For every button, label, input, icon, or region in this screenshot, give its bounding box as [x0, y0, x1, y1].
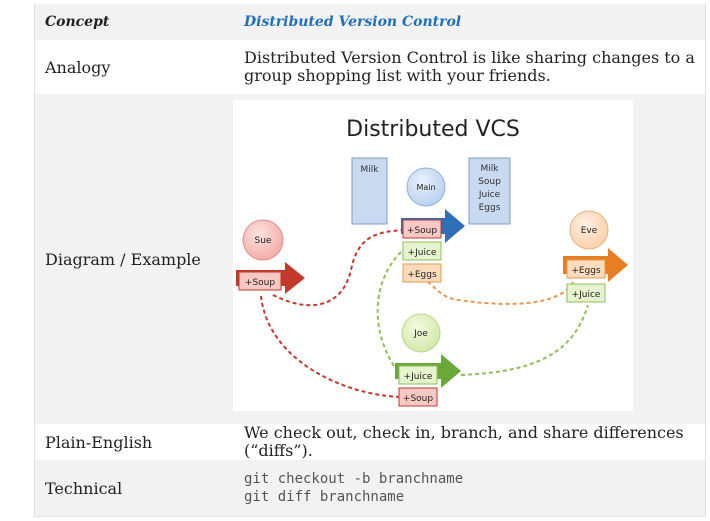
sue-change-text: +Soup [245, 278, 275, 288]
eve-node [569, 210, 609, 250]
analogy-text: Distributed Version Control is like shar… [244, 48, 695, 85]
joe-change-text: +Juice [404, 372, 433, 382]
main-change [402, 219, 442, 239]
main-change [402, 241, 442, 261]
joe-change [398, 387, 438, 407]
row-technical: Technical git checkout -b branchname git… [35, 460, 705, 516]
main-change-text: +Soup [407, 226, 437, 236]
connector-main-to-joe [376, 251, 402, 373]
connector-sue-to-joe [260, 295, 402, 398]
joe-node [401, 313, 441, 353]
milk-note-text: Milk [361, 165, 380, 175]
diagram-label: Diagram / Example [45, 249, 201, 269]
joe-node-label: Joe [413, 329, 428, 339]
code-line-checkout: git checkout -b branchname [244, 471, 464, 487]
header-concept: Concept [45, 14, 110, 30]
main-list-note [468, 157, 511, 225]
main-change-text: +Eggs [407, 270, 437, 280]
milk-note [351, 157, 388, 225]
eve-change-text: +Eggs [571, 266, 601, 276]
table-header: Concept Distributed Version Control [35, 4, 705, 40]
eve-change [566, 259, 606, 279]
main-node-label: Main [416, 183, 435, 192]
code-line-diff: git diff branchname [244, 489, 405, 505]
row-plain-english: Plain-English We check out, check in, br… [35, 424, 705, 460]
technical-label: Technical [45, 478, 123, 498]
main-list-item: Milk [481, 164, 500, 174]
header-value: Distributed Version Control [244, 14, 462, 30]
eve-change [566, 283, 606, 303]
row-analogy: Analogy Distributed Version Control is l… [35, 40, 705, 94]
connector-sue-to-main [272, 229, 404, 307]
joe-change [398, 365, 438, 385]
connector-eve-to-main [427, 281, 574, 305]
main-change [402, 263, 442, 283]
main-list-item: Soup [478, 177, 501, 187]
joe-change-text: +Soup [403, 394, 433, 404]
dvcs-diagram: Distributed VCS Milk Milk Soup Juice Egg… [233, 100, 633, 411]
main-list-item: Eggs [479, 203, 501, 213]
main-node [406, 167, 446, 207]
sue-change [238, 271, 282, 291]
sue-node [242, 219, 284, 261]
main-change-text: +Juice [408, 248, 437, 258]
analogy-label: Analogy [45, 57, 111, 77]
sue-node-label: Sue [255, 236, 272, 246]
plain-text: We check out, check in, branch, and shar… [244, 423, 684, 460]
diagram-title: Distributed VCS [346, 117, 520, 142]
eve-change-text: +Juice [572, 290, 601, 300]
connector-joe-to-eve [460, 304, 589, 376]
main-list-item: Juice [478, 190, 501, 200]
plain-label: Plain-English [45, 432, 153, 452]
eve-node-label: Eve [581, 226, 598, 236]
